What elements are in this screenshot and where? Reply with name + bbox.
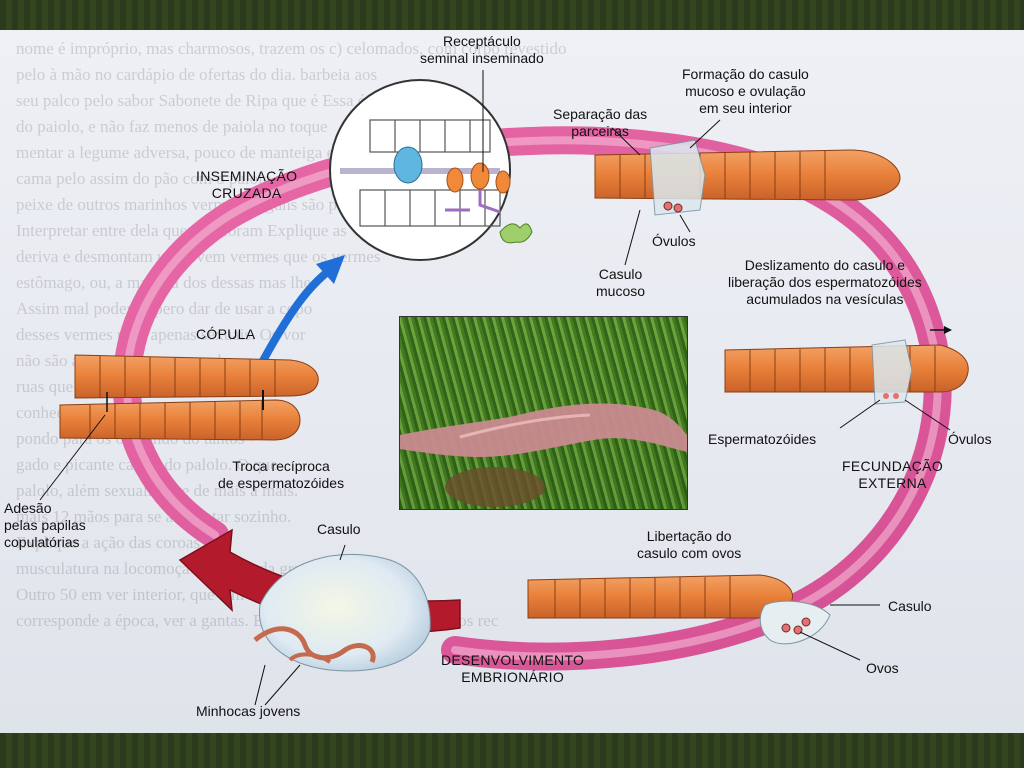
- label-espermatozoides: Espermatozóides: [708, 431, 817, 447]
- show-through-line: Explique a ação das coroas e: [16, 533, 212, 552]
- show-through-line: mais 12 mãos para se alimentar sozinho.: [16, 507, 292, 526]
- label-desenvolvimento: DESENVOLVIMENTO EMBRIONÁRIO: [441, 652, 585, 685]
- label-minhocas-jovens: Minhocas jovens: [196, 703, 301, 719]
- leader-lines: [39, 119, 951, 706]
- insemination-detail-circle: [329, 70, 533, 261]
- label-copula: CÓPULA: [196, 326, 256, 342]
- label-receptaculo: Receptáculo seminal inseminado: [420, 33, 544, 66]
- show-through-line: do paiolo, e não faz menos de paiola no …: [16, 117, 328, 136]
- cocoon-young-worms: [253, 553, 431, 672]
- label-ovulos-top: Óvulos: [652, 233, 696, 249]
- label-separacao: Separação das parceiras: [553, 106, 648, 139]
- top-border-band: [0, 0, 1024, 30]
- label-libertacao: Libertação do casulo com ovos: [637, 528, 742, 561]
- label-ovos: Ovos: [866, 660, 899, 676]
- copula-worms: [59, 354, 319, 441]
- zoom-arrow: [254, 255, 345, 374]
- label-casulo-right: Casulo: [888, 598, 932, 614]
- label-adesao: Adesão pelas papilas copulatórias: [4, 500, 86, 550]
- label-casulo-mucoso: Casulo mucoso: [596, 266, 646, 299]
- label-fecundacao-externa: FECUNDAÇÃO EXTERNA: [842, 458, 944, 491]
- show-through-line: Assim mal poder, espero dar de usar a co…: [16, 299, 313, 318]
- show-through-line: nome é impróprio, mas charmosos, trazem …: [16, 39, 567, 58]
- show-through-line: desses vermes para apenas sexuais. Os vo…: [16, 325, 306, 344]
- show-through-line: Outro 50 em ver interior, que tem: [16, 585, 245, 604]
- show-through-line: peixe de outros marinhos vermes. Alguns …: [16, 195, 394, 214]
- earthworm-photo: [399, 316, 688, 510]
- label-deslizamento: Deslizamento do casulo e liberação dos e…: [728, 257, 922, 307]
- label-troca-reciproca: Troca recíproca de espermatozóides: [218, 458, 345, 491]
- worm-cocoon-release: [527, 574, 831, 645]
- worm-cocoon-sliding: [724, 326, 969, 405]
- label-ovulos-right: Óvulos: [948, 431, 992, 447]
- show-through-line: seu palco pelo sabor Sabonete de Ripa qu…: [16, 91, 460, 110]
- show-through-line: Interpretar entre dela que eles foram Ex…: [16, 221, 347, 240]
- bottom-border-band: [0, 733, 1024, 768]
- label-formacao-casulo: Formação do casulo mucoso e ovulação em …: [682, 66, 809, 116]
- label-inseminacao-cruzada: INSEMINAÇÃO CRUZADA: [196, 168, 298, 201]
- show-through-line: pelo à mão no cardápio de ofertas do dia…: [16, 65, 378, 84]
- worm-cocoon-forming: [594, 139, 901, 216]
- label-casulo-bottom-left: Casulo: [317, 521, 361, 537]
